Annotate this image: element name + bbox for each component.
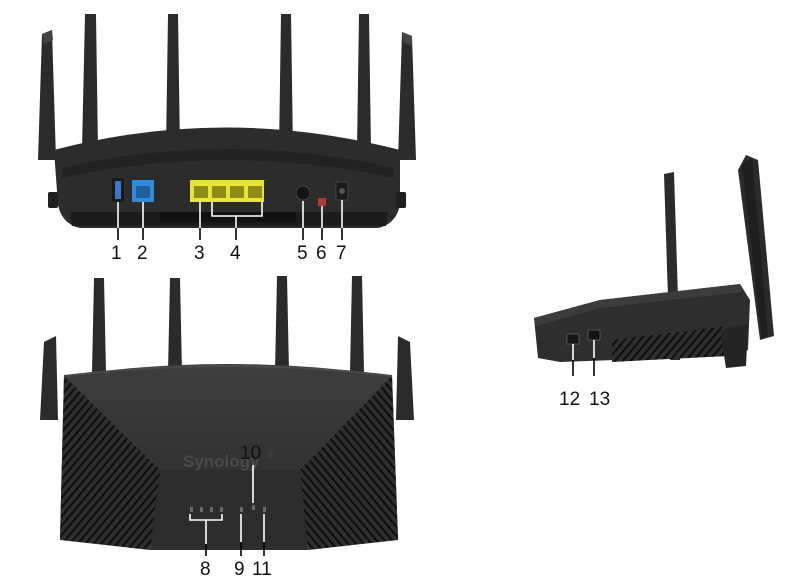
antenna-icon [357,14,371,150]
antenna-icon [398,32,416,160]
callout-11: 11 [252,559,272,580]
antenna-icon [38,30,56,160]
callout-2: 2 [137,243,148,264]
callout-9: 9 [234,559,245,580]
power-button-icon [295,185,311,201]
wan-port-icon [132,180,154,202]
callout-8: 8 [200,559,211,580]
callout-13: 13 [589,389,610,410]
dc-in-port-icon [335,181,349,201]
antenna-icon [168,278,182,372]
antenna-icon [92,278,106,372]
callout-3: 3 [194,243,205,264]
antenna-icon [279,14,293,150]
antenna-icon [82,14,98,150]
antenna-icon [396,336,414,420]
callout-5: 5 [297,243,308,264]
front-view: Synology ® 8 9 10 11 [40,276,414,580]
antenna-icon [350,276,364,372]
callout-12: 12 [559,389,580,410]
antenna-icon [166,14,180,150]
antenna-icon [275,276,289,372]
callout-4: 4 [230,243,241,264]
callout-1: 1 [111,243,122,264]
brand-logo: Synology [183,452,260,471]
side-view: 12 13 [534,155,774,410]
brand-mark: ® [267,450,274,460]
usb-port-icon [112,178,124,202]
router-rear-body [54,127,400,228]
antenna-icon [40,336,58,420]
reset-button-icon [318,198,326,206]
callout-7: 7 [336,243,347,264]
side-button-icon [587,329,601,341]
rear-view: 1 2 3 4 5 6 7 [38,14,416,264]
callout-10: 10 [240,443,261,464]
lan-port-icon [190,180,264,202]
side-button-icon [566,333,580,345]
callout-6: 6 [316,243,327,264]
status-led-icon [190,505,266,512]
